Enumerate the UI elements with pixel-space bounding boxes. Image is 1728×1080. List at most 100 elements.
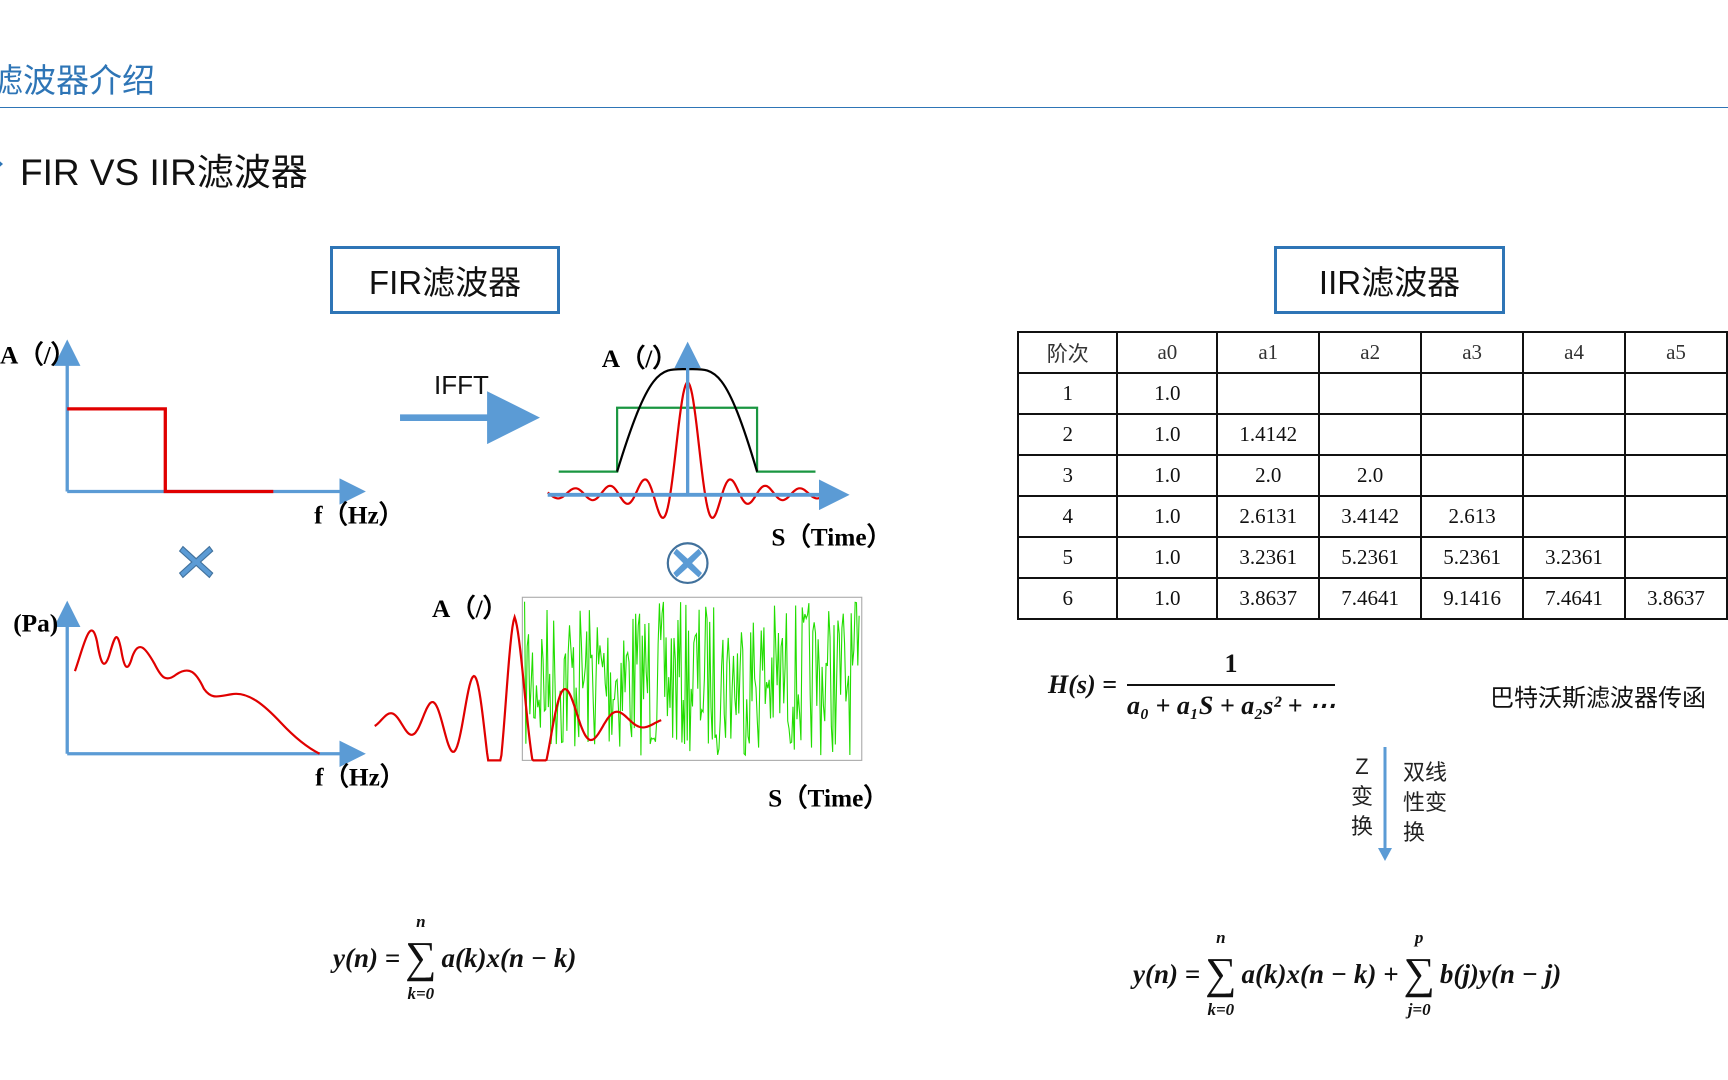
header-cell: a0 — [1116, 331, 1219, 374]
table-cell — [1318, 413, 1423, 456]
table-cell — [1318, 372, 1423, 415]
table-cell: 4 — [1016, 495, 1119, 538]
sum-upper-limit: n — [416, 912, 426, 931]
header-cell: 阶次 — [1016, 331, 1119, 374]
convolution-icon — [666, 542, 709, 585]
header-cell: a1 — [1216, 331, 1321, 374]
summation-icon: n∑k=0 — [1205, 928, 1237, 1019]
freq-response-ylabel: A（/） — [0, 341, 76, 370]
sum-lower-limit: k=0 — [407, 984, 435, 1003]
table-cell: 9.1416 — [1420, 577, 1525, 620]
table-cell: 2.0 — [1318, 454, 1423, 497]
header-cell: a5 — [1624, 331, 1728, 374]
signal-xlabel: S（Time） — [768, 784, 889, 813]
bullet-arrow-icon — [0, 156, 3, 172]
iir-formula-term: b(j)y(n − j) — [1439, 958, 1562, 989]
table-cell: 3.4142 — [1318, 495, 1423, 538]
z-transform-label-line: 换 — [1350, 814, 1373, 839]
transform-arrow-head-icon — [1378, 848, 1392, 861]
transfer-function-numerator: 1 — [1224, 649, 1238, 678]
fir-formula-term: a(k)x(n − k) — [441, 942, 577, 973]
signal-ylabel: A（/） — [432, 594, 508, 623]
table-cell: 1.0 — [1116, 454, 1219, 497]
table-cell — [1624, 413, 1728, 456]
spectrum-ylabel: (Pa) — [13, 609, 58, 637]
z-transform-label-line: Z — [1355, 754, 1369, 779]
noise-signal-curve — [524, 601, 860, 757]
transfer-function-formula: H(s) = 1 a₀ + a₁S + a₂s² + ⋯ — [1048, 648, 1335, 722]
sum-upper-limit: n — [1216, 928, 1226, 947]
bilinear-transform-label: 双线 性变 换 — [1403, 758, 1451, 848]
table-cell: 1.0 — [1116, 495, 1219, 538]
table-cell: 3 — [1016, 454, 1119, 497]
fir-box-label: FIR滤波器 — [368, 264, 522, 301]
header-cell: a4 — [1522, 331, 1627, 374]
transfer-function-caption: 巴特沃斯滤波器传函 — [1490, 685, 1706, 712]
table-cell: 1.0 — [1116, 536, 1219, 579]
spectrum-xlabel: f（Hz） — [315, 763, 405, 792]
table-cell: 3.8637 — [1216, 577, 1321, 620]
sum-lower-limit: j=0 — [1407, 1000, 1431, 1019]
ideal-lowpass-curve — [67, 407, 274, 494]
bilinear-label-line: 双线 — [1403, 760, 1448, 785]
table-cell — [1522, 454, 1627, 497]
table-cell: 2.6131 — [1216, 495, 1321, 538]
table-cell — [1420, 413, 1525, 456]
table-cell: 2.0 — [1216, 454, 1321, 497]
ifft-label: IFFT — [434, 370, 489, 400]
bilinear-label-line: 换 — [1403, 820, 1426, 845]
iir-box-label: IIR滤波器 — [1318, 264, 1461, 301]
freq-response-xlabel: f（Hz） — [314, 500, 404, 529]
bilinear-label-line: 性变 — [1403, 790, 1448, 815]
transfer-function-lhs: H(s) = — [1048, 670, 1117, 699]
table-cell: 1.4142 — [1216, 413, 1321, 456]
table-cell — [1624, 372, 1728, 415]
table-cell: 1.0 — [1116, 413, 1219, 456]
impulse-xlabel: S（Time） — [771, 522, 892, 551]
table-cell — [1420, 454, 1525, 497]
filter-response-curve — [374, 613, 662, 762]
z-transform-label-line: 变 — [1350, 784, 1373, 809]
iir-difference-equation: y(n) = n∑k=0 a(k)x(n − k) + p∑j=0 b(j)y(… — [1133, 928, 1561, 1020]
header-cell: a2 — [1318, 331, 1423, 374]
table-cell — [1624, 495, 1728, 538]
fir-difference-equation: y(n) = n∑k=0 a(k)x(n − k) — [333, 912, 576, 1004]
impulse-ylabel: A（/） — [602, 344, 678, 373]
table-cell: 2.613 — [1420, 495, 1525, 538]
fir-formula-lhs: y(n) = — [333, 942, 401, 973]
table-cell — [1522, 495, 1627, 538]
page-title: 滤波器介绍 — [0, 62, 155, 99]
transfer-function-denominator: a₀ + a₁S + a₂s² + ⋯ — [1126, 684, 1335, 722]
sinc-impulse-curve — [547, 381, 835, 519]
table-cell: 3.8637 — [1624, 577, 1728, 620]
table-cell: 3.2361 — [1216, 536, 1321, 579]
table-cell: 1 — [1016, 372, 1119, 415]
table-header-row: 阶次 a0 a1 a2 a3 a4 a5 — [1016, 331, 1728, 374]
header-cell: a3 — [1420, 331, 1525, 374]
title-divider — [0, 107, 1728, 108]
summation-icon: p∑j=0 — [1403, 928, 1435, 1019]
table-cell — [1420, 372, 1525, 415]
transfer-function-fraction: 1 a₀ + a₁S + a₂s² + ⋯ — [1126, 648, 1335, 722]
table-cell — [1624, 536, 1728, 579]
table-cell — [1522, 413, 1627, 456]
table-cell: 2 — [1016, 413, 1119, 456]
table-cell — [1522, 372, 1627, 415]
table-cell: 1.0 — [1116, 372, 1219, 415]
table-cell: 5.2361 — [1420, 536, 1525, 579]
sum-upper-limit: p — [1414, 928, 1424, 947]
table-cell: 5.2361 — [1318, 536, 1423, 579]
table-cell: 6 — [1016, 577, 1119, 620]
fir-filter-box: FIR滤波器 — [330, 246, 560, 314]
table-cell: 5 — [1016, 536, 1119, 579]
summation-icon: n∑k=0 — [405, 912, 437, 1003]
table-cell: 3.2361 — [1522, 536, 1627, 579]
z-transform-label: Z 变 换 — [1350, 752, 1374, 842]
table-cell — [1624, 454, 1728, 497]
